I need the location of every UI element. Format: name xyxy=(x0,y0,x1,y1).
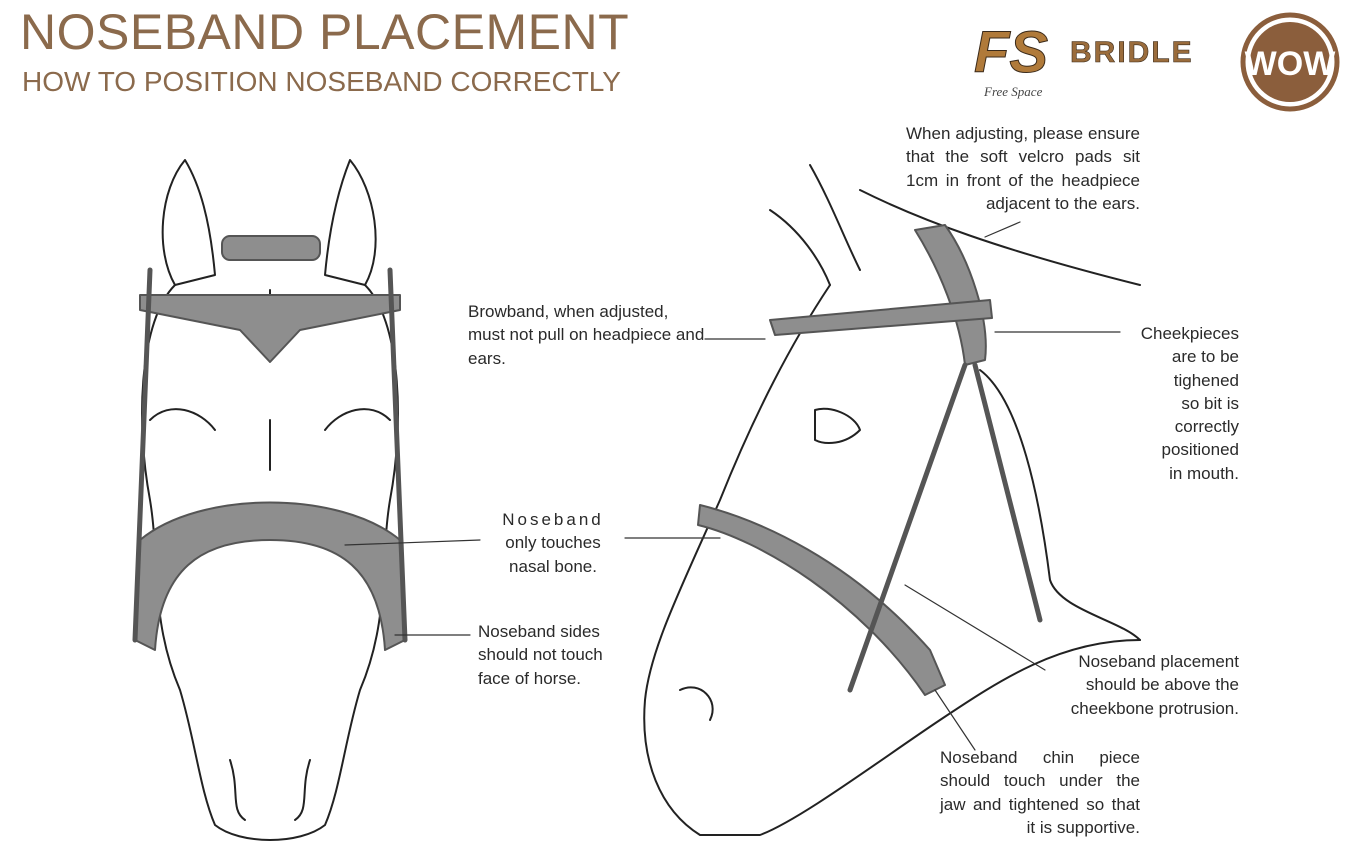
fs-bridle-logo: FS Free Space BRIDLE xyxy=(974,20,1194,100)
front-horse-head xyxy=(141,159,399,841)
svg-text:FS: FS xyxy=(974,20,1048,85)
note-line: correctly xyxy=(1174,417,1239,437)
page-subtitle: HOW TO POSITION NOSEBAND CORRECTLY xyxy=(22,66,621,97)
note-line: Noseband sides xyxy=(478,622,600,641)
note-line: face of horse. xyxy=(478,668,582,688)
cheekpieces-note: Cheekpieces are to be tighened so bit is… xyxy=(1080,322,1239,485)
page-title: NOSEBAND PLACEMENT xyxy=(20,4,630,60)
svg-text:BRIDLE: BRIDLE xyxy=(1070,36,1194,69)
pointer-lines xyxy=(344,221,1121,751)
note-line: so bit is xyxy=(1181,393,1239,413)
browband-note: Browband, when adjusted, must not pull o… xyxy=(468,302,705,368)
note-line: positioned xyxy=(1161,440,1239,460)
note-line: cheekbone protrusion. xyxy=(1070,698,1239,718)
headpiece-note: When adjusting, please ensure that the s… xyxy=(906,124,1140,213)
note-line: Cheekpieces xyxy=(1140,324,1239,343)
note-line: should not touch xyxy=(478,645,603,665)
note-line: are to be xyxy=(1171,347,1239,367)
note-line: should be above the xyxy=(1085,675,1239,695)
wow-logo: WOW xyxy=(1240,12,1340,112)
note-line: only touches xyxy=(505,533,601,553)
note-line: in mouth. xyxy=(1169,463,1239,483)
note-line: Noseband placement xyxy=(1078,652,1239,671)
noseband-placement-note: Noseband placement should be above the c… xyxy=(1020,650,1239,720)
side-horse-head xyxy=(643,164,1141,836)
noseband-note: Noseband only touches nasal bone. xyxy=(480,508,626,578)
side-bridle xyxy=(697,224,1043,696)
svg-text:WOW: WOW xyxy=(1245,45,1337,83)
note-line: nasal bone. xyxy=(509,556,597,576)
svg-text:Free Space: Free Space xyxy=(983,84,1043,99)
noseband-sides-note: Noseband sides should not touch face of … xyxy=(478,620,638,690)
note-line: tighened xyxy=(1173,370,1239,390)
note-line: Noseband xyxy=(502,510,604,529)
front-bridle xyxy=(132,235,408,651)
chin-piece-note: Noseband chin piece should touch under t… xyxy=(940,748,1140,837)
